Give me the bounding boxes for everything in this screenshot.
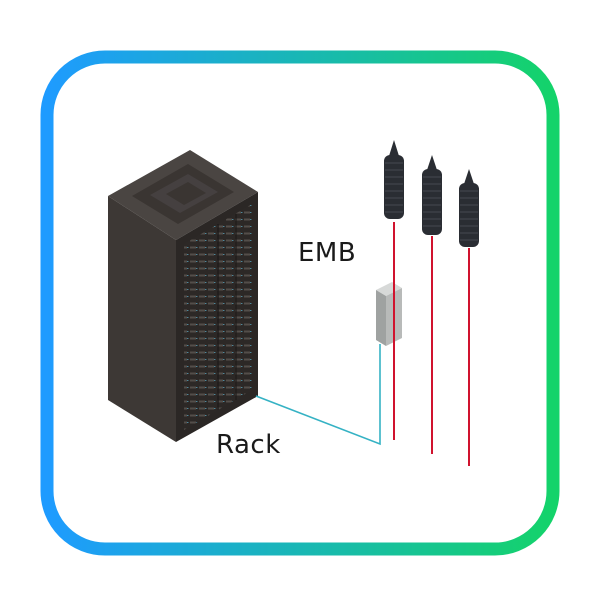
emb-label: EMB <box>298 238 357 268</box>
grounding-electrode-icon <box>384 140 404 219</box>
frame-border <box>40 50 560 556</box>
grounding-electrode-icon <box>459 169 479 247</box>
rack-label: Rack <box>216 430 281 460</box>
server-rack-icon <box>108 150 258 442</box>
monitoring-box-icon <box>376 282 402 346</box>
data-cable <box>255 344 381 446</box>
grounding-electrode-icon <box>422 155 442 235</box>
